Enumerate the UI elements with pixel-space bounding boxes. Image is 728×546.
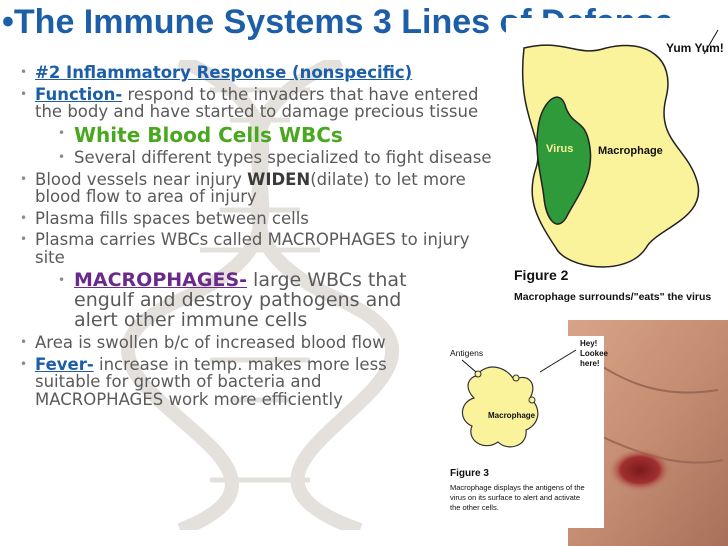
antigen-marker	[512, 374, 520, 382]
list-item-text: Area is swollen b/c of increased blood f…	[35, 333, 386, 352]
list-item-text: Plasma carries WBCs called MACROPHAGES t…	[35, 230, 470, 267]
figure-2-caption: Macrophage surrounds/"eats" the virus	[514, 291, 711, 303]
list-item: •Plasma carries WBCs called MACROPHAGES …	[20, 230, 470, 267]
figure-3-antigen-illustration: Antigens Macrophage Hey! Lookee here! Fi…	[444, 320, 728, 546]
list-item: •Several different types specialized to …	[58, 148, 492, 167]
yum-speech: Yum Yum!	[666, 41, 724, 55]
title-bullet: •	[2, 3, 14, 41]
list-item: •White Blood Cells WBCs	[58, 122, 343, 147]
antigen-marker	[528, 396, 536, 404]
list-item-keyword: Fever-	[35, 354, 94, 374]
figure-3-caption: Macrophage displays the antigens of the …	[450, 483, 587, 512]
figure-3-title: Figure 3	[450, 468, 489, 479]
list-item: •#2 Inflammatory Response (nonspecific)	[20, 63, 413, 82]
list-item-keyword: WIDEN	[247, 169, 311, 189]
list-item-text: Several different types specialized to f…	[74, 148, 492, 167]
antigens-label: Antigens	[450, 348, 483, 358]
virus-label: Virus	[546, 143, 573, 155]
hey-speech: Hey! Lookee here!	[580, 339, 610, 368]
list-item-keyword: MACROPHAGES-	[74, 269, 248, 291]
list-item: •Plasma fills spaces between cells	[20, 208, 309, 228]
list-item-keyword: #2 Inflammatory Response (nonspecific)	[35, 63, 413, 82]
list-item-text: (dilate) to let more blood flow to area …	[35, 169, 466, 206]
list-item-text: Plasma fills spaces between cells	[35, 208, 309, 228]
list-item: •Fever- increase in temp. makes more les…	[20, 354, 387, 409]
wound	[608, 448, 672, 492]
list-item: •Function- respond to the invaders that …	[20, 84, 479, 121]
virus-shape	[536, 96, 592, 225]
list-item: •Area is swollen b/c of increased blood …	[20, 333, 386, 352]
macrophage-label: Macrophage	[488, 411, 536, 420]
list-item-text: increase in temp. makes more less suitab…	[35, 354, 387, 409]
list-item-keyword: Function-	[35, 84, 123, 104]
list-item-text: large WBCs that engulf and destroy patho…	[74, 269, 407, 331]
dna-helix-background	[121, 60, 400, 530]
list-item: •MACROPHAGES- large WBCs that engulf and…	[58, 269, 407, 331]
list-item-text: respond to the invaders that have entere…	[35, 84, 479, 121]
figure-2-title: Figure 2	[514, 267, 569, 283]
list-item-keyword: White Blood Cells WBCs	[74, 122, 343, 147]
antigen-marker	[474, 370, 482, 378]
macrophage-label: Macrophage	[598, 145, 663, 157]
list-item-text: Blood vessels near injury	[35, 169, 248, 189]
bullet-list: •#2 Inflammatory Response (nonspecific) …	[0, 64, 500, 412]
figure-2-macrophage-illustration: Virus Macrophage Yum Yum! Figure 2 Macro…	[506, 18, 728, 334]
list-item: •Blood vessels near injury WIDEN(dilate)…	[20, 169, 466, 206]
